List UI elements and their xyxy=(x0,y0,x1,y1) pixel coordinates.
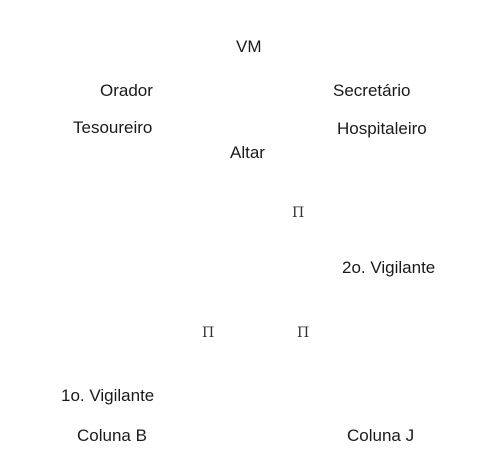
pi-marker-icon: Π xyxy=(292,205,305,221)
orador-label: Orador xyxy=(100,81,153,100)
altar-label: Altar xyxy=(230,143,265,162)
vm-label: VM xyxy=(236,37,262,56)
pi-marker-icon: Π xyxy=(297,325,310,341)
primeiro-vigilante-label: 1o. Vigilante xyxy=(61,386,155,405)
tesoureiro-label: Tesoureiro xyxy=(73,118,153,137)
secretario-label: Secretário xyxy=(333,81,411,100)
segundo-vigilante-label: 2o. Vigilante xyxy=(342,258,436,277)
pi-marker-icon: Π xyxy=(202,325,215,341)
hospitaleiro-label: Hospitaleiro xyxy=(337,119,427,138)
coluna-b-label: Coluna B xyxy=(77,426,147,445)
coluna-j-label: Coluna J xyxy=(347,426,415,445)
